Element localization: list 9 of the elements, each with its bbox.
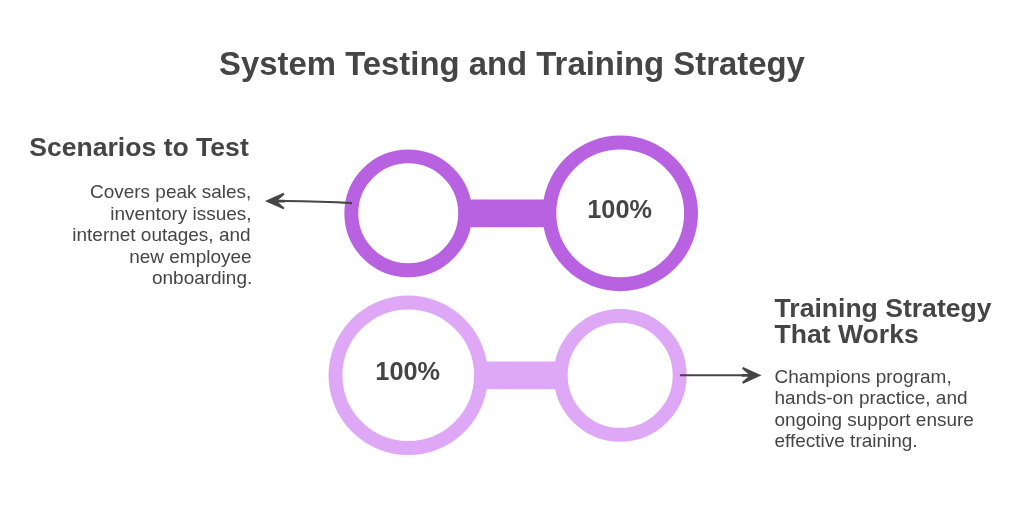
node-circle bbox=[553, 308, 687, 442]
diagram-title: System Testing and Training Strategy bbox=[219, 44, 805, 82]
node-text: Training Strategy That Works Champions program, hands-on practice, and ongoing support ensure effective training. bbox=[774, 292, 992, 451]
node-circle: 100% bbox=[542, 135, 698, 291]
node-circle bbox=[344, 148, 473, 277]
arrow bbox=[679, 366, 761, 384]
node-circle: 100% bbox=[328, 295, 488, 455]
arrow bbox=[266, 192, 353, 209]
node-text: Scenarios to Test Covers peak sales, inventory issues, internet outages, and new employee onboarding. bbox=[29, 131, 253, 288]
